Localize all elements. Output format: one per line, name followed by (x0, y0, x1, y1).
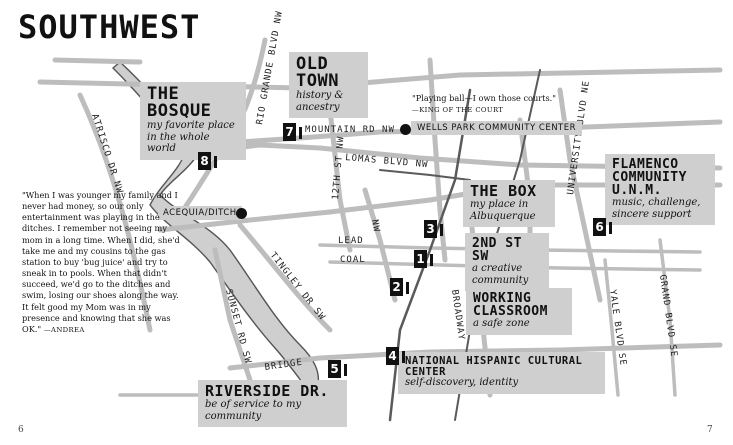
acequia-quote: "When I was younger my family and I neve… (22, 190, 184, 335)
court-quote-text: "Playing ball—I own those courts." (412, 93, 557, 103)
wells-park-marker (400, 124, 411, 135)
street-label-nw: NW (369, 219, 381, 233)
road-yale (603, 258, 620, 397)
location-subtitle: my favorite place in the whole world (147, 120, 235, 154)
acequia-quote-text: "When I was younger my family and I neve… (22, 190, 180, 334)
court-quote-attribution: —KING OF THE COURT (412, 106, 504, 115)
location-subtitle: a safe zone (473, 318, 530, 329)
location-box-the-box: THE BOX my place in Albuquerque (463, 180, 555, 227)
street-label-lead: LEAD (338, 236, 364, 246)
acequia-marker (236, 208, 247, 219)
street-label-atrisco: ATRISCO DR NW (89, 113, 124, 195)
location-subtitle: music, challenge, sincere support (612, 197, 701, 220)
location-title: WORKING CLASSROOM (473, 291, 548, 319)
acequia-label: ACEQUIA/DITCH (158, 206, 242, 220)
acequia-quote-attribution: —ANDREA (43, 325, 85, 334)
location-box-working-classroom: WORKING CLASSROOM a safe zone (466, 288, 572, 335)
location-title: NATIONAL HISPANIC CULTURAL CENTER (405, 355, 583, 378)
location-box-nhcc: NATIONAL HISPANIC CULTURAL CENTER self-d… (398, 352, 605, 394)
location-subtitle: be of service to my community (205, 399, 302, 422)
location-box-bosque: THE BOSQUE my favorite place in the whol… (140, 82, 246, 160)
road-12th (327, 107, 353, 253)
location-subtitle: a creative community (472, 263, 529, 286)
location-number-6: 6 (593, 218, 612, 236)
location-subtitle: my place in Albuquerque (470, 199, 536, 222)
location-title: OLD TOWN (296, 54, 339, 91)
location-number-2: 2 (390, 278, 409, 296)
street-label-broadway: BROADWAY (449, 289, 466, 341)
page-number-left: 6 (18, 425, 24, 435)
road-atrisco (77, 92, 153, 333)
acequia-text: ACEQUIA/DITCH (163, 208, 237, 218)
location-subtitle: self-discovery, identity (405, 377, 519, 388)
road-sunset (212, 247, 253, 383)
location-title: THE BOX (470, 182, 537, 200)
location-number-5: 5 (328, 360, 347, 378)
court-quote: "Playing ball—I own those courts." —KING… (412, 93, 562, 115)
road-upper-left (52, 57, 143, 65)
road-dark-east (379, 169, 471, 181)
road-tingley (237, 222, 333, 333)
location-box-2nd-st: 2ND ST SW a creative community (465, 233, 549, 291)
road-grand (658, 238, 677, 397)
wells-park-label: WELLS PARK COMMUNITY CENTER (411, 121, 583, 135)
location-number-4: 4 (386, 347, 405, 365)
location-title: RIVERSIDE DR. (205, 382, 329, 400)
street-label-mountain: MOUNTAIN RD NW (305, 125, 395, 135)
location-number-3: 3 (424, 220, 443, 238)
location-box-flamenco: FLAMENCO COMMUNITY U.N.M. music, challen… (605, 154, 715, 225)
street-label-coal: COAL (340, 255, 366, 265)
street-label-tingley: TINGLEY DR SW (268, 251, 327, 323)
page-number-right: 7 (707, 425, 713, 435)
location-box-old-town: OLD TOWN history & ancestry (289, 52, 368, 118)
location-number-1: 1 (414, 250, 433, 268)
page-title: SOUTHWEST (18, 8, 201, 46)
location-title: THE BOSQUE (147, 84, 212, 121)
location-title: 2ND ST SW (472, 236, 522, 264)
location-number-8: 8 (198, 152, 217, 170)
location-number-7: 7 (283, 123, 302, 141)
street-label-university: UNIVERSITY BLVD NE (566, 80, 592, 196)
wells-park-text: WELLS PARK COMMUNITY CENTER (417, 123, 577, 133)
location-box-riverside: RIVERSIDE DR. be of service to my commun… (198, 380, 347, 427)
location-subtitle: history & ancestry (296, 90, 344, 113)
location-title: FLAMENCO COMMUNITY U.N.M. (612, 157, 687, 198)
